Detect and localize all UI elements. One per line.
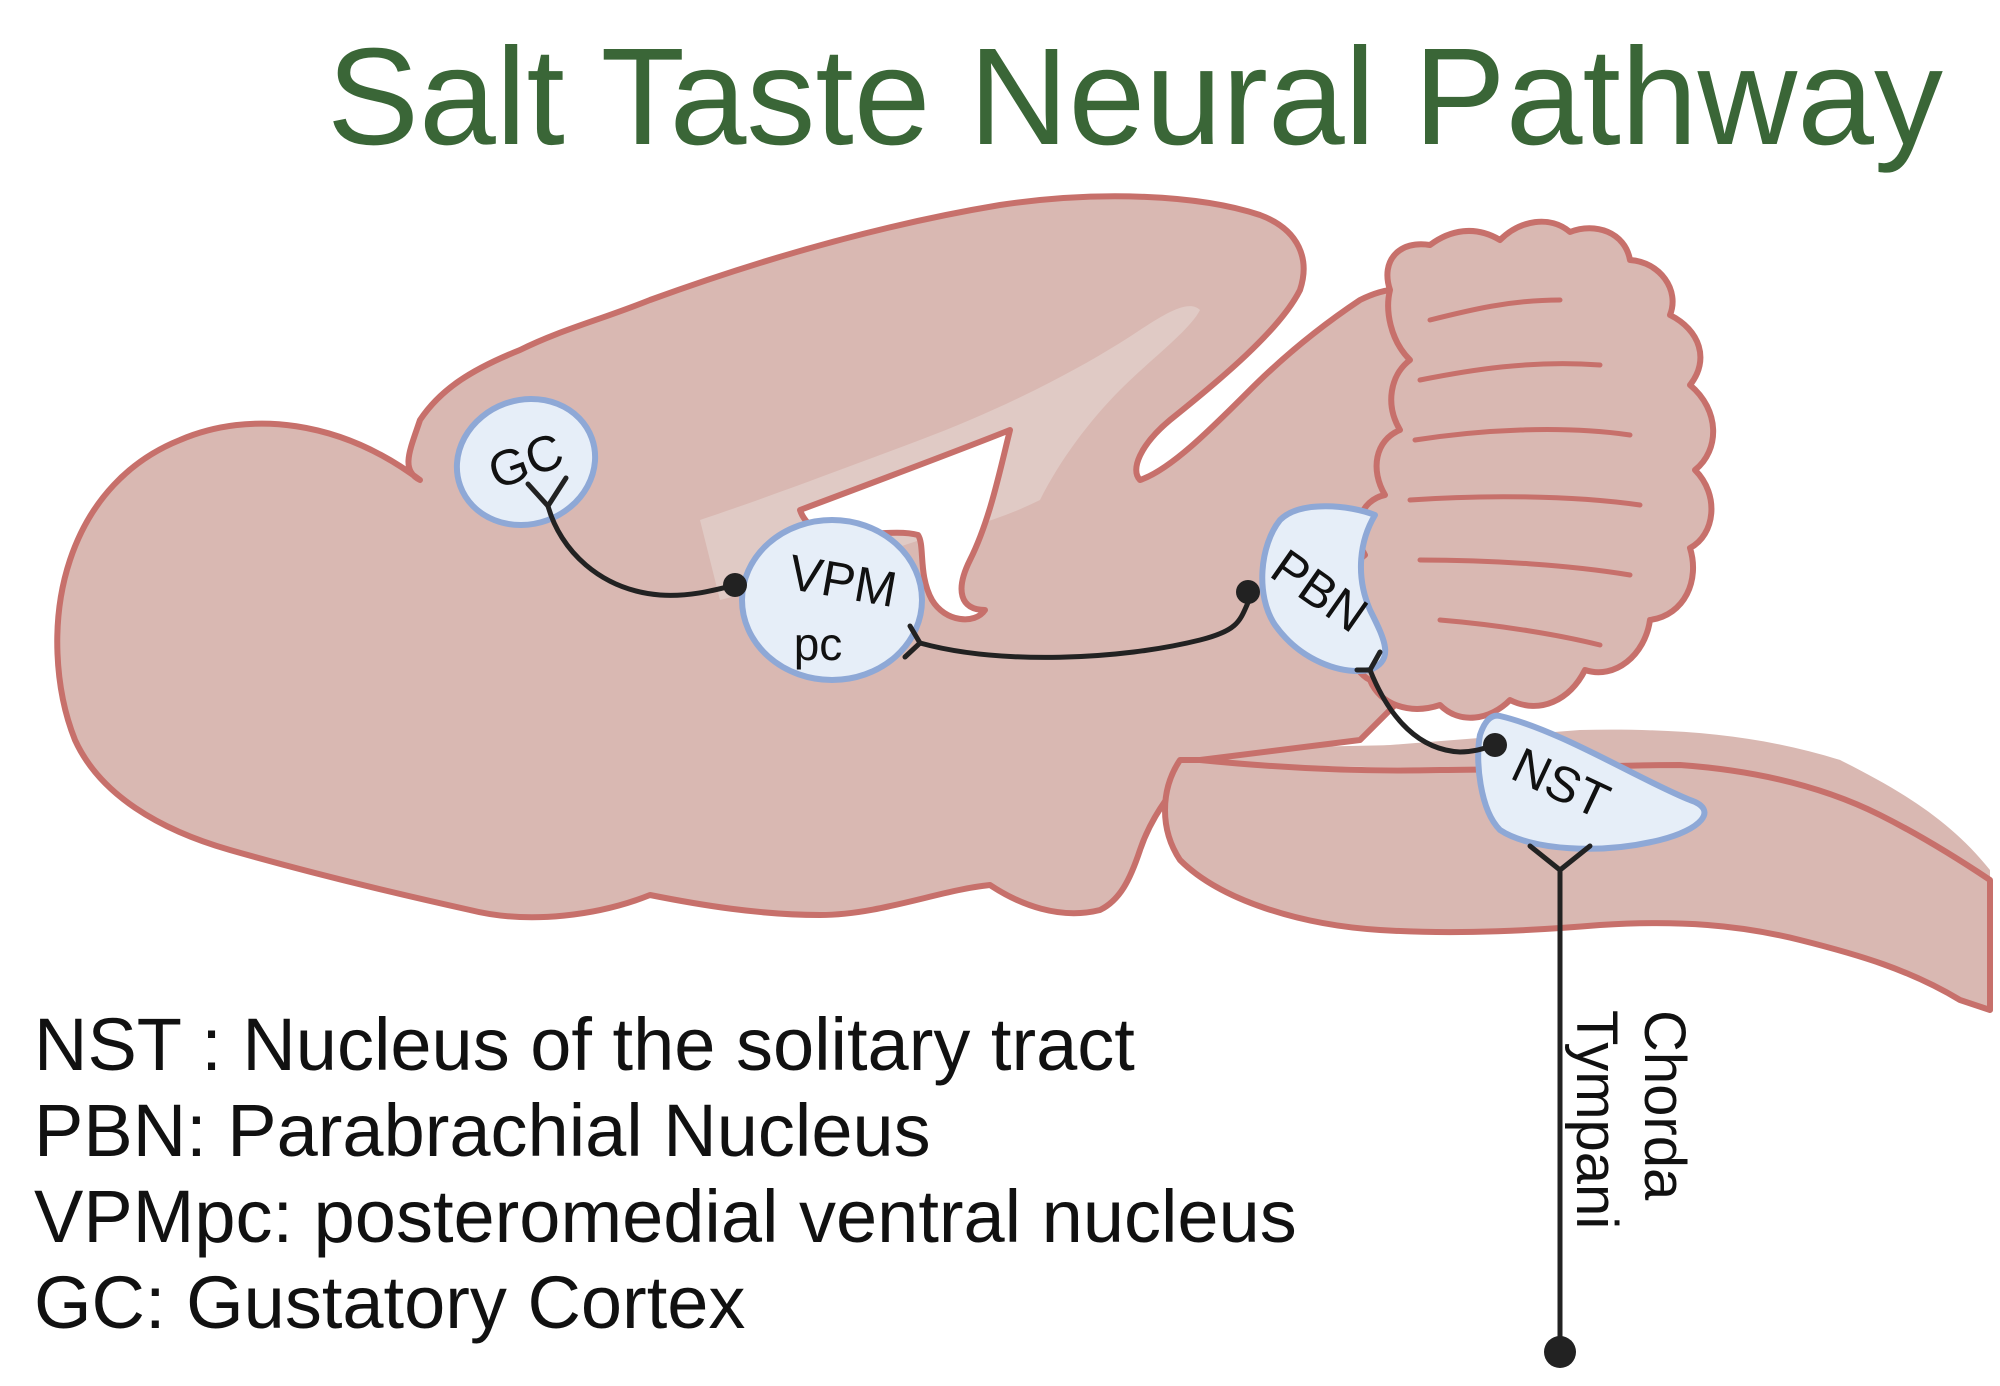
- legend-item-gc: GC: Gustatory Cortex: [34, 1261, 746, 1344]
- vpm-pbn-axon: [917, 595, 1253, 660]
- vpm-terminal: [902, 623, 924, 660]
- legend-item-vpmpc: VPMpc: posteromedial ventral nucleus: [34, 1175, 1297, 1258]
- legend-item-nst: NST : Nucleus of the solitary tract: [34, 1003, 1135, 1086]
- gc-terminal: [525, 475, 569, 511]
- gc-vpm-axon: [545, 503, 738, 598]
- vpm-dot: [723, 573, 747, 597]
- pathway-connections: [525, 475, 1593, 1355]
- cerebellum-folds: [1407, 297, 1643, 648]
- chorda-tympani-label: Chorda Tympani: [1530, 1010, 1700, 1270]
- page-title: Salt Taste Neural Pathway: [327, 20, 1943, 174]
- chorda-tympani-dot: [1544, 1336, 1576, 1368]
- tympani-label: Tympani: [1564, 1010, 1629, 1230]
- pbn-nst-axon: [1367, 667, 1498, 755]
- chorda-label: Chorda: [1632, 1010, 1697, 1201]
- legend-item-pbn: PBN: Parabrachial Nucleus: [34, 1089, 931, 1172]
- synapse-dots: [723, 573, 1576, 1368]
- gc-nucleus: [453, 396, 599, 528]
- vpmpc-nucleus: [739, 517, 925, 683]
- nst-nucleus: [1475, 712, 1708, 852]
- nst-terminal: [1527, 843, 1593, 874]
- legend: NST : Nucleus of the solitary tract PBN:…: [34, 1002, 1297, 1346]
- pbn-nucleus: [1259, 503, 1389, 674]
- pbn-dot: [1236, 580, 1260, 604]
- pbn-terminal: [1354, 649, 1383, 673]
- pc-label: pc: [794, 618, 843, 670]
- nst-dot: [1483, 733, 1507, 757]
- cerebellum-shape: [1346, 218, 1717, 721]
